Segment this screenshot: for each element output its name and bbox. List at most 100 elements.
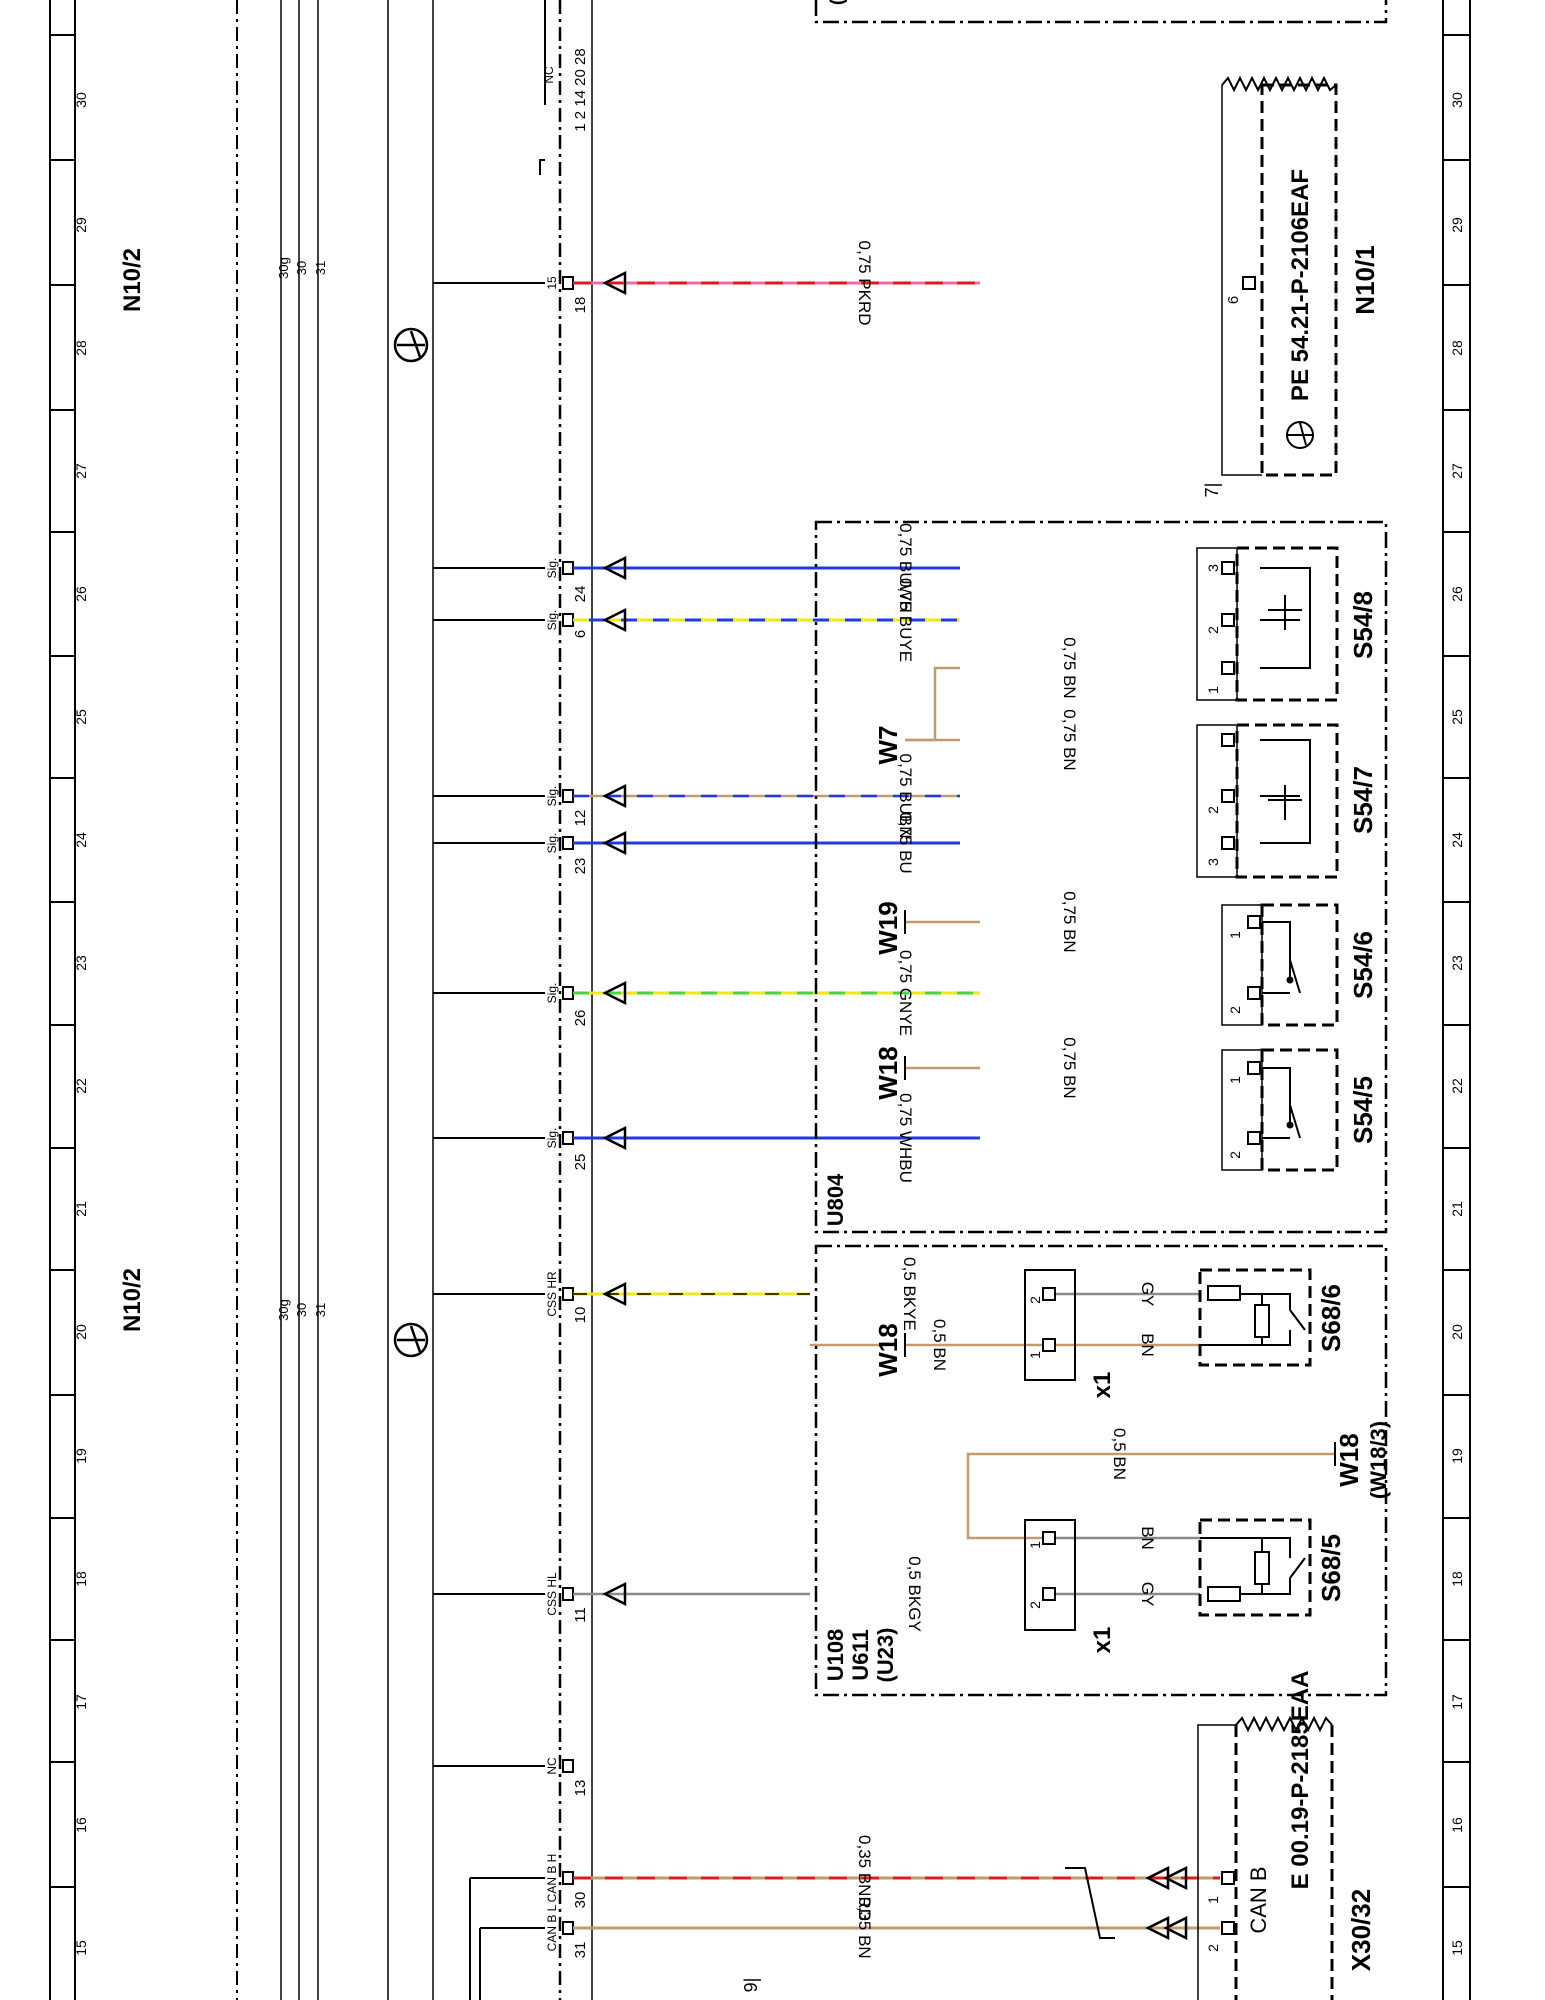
grid-row-15-left: 15 xyxy=(73,1940,89,1956)
s54-6-switch xyxy=(1221,903,1339,1027)
pin-number-30: 30 xyxy=(572,1892,589,1909)
s68-6-switch xyxy=(1198,1268,1312,1367)
pin-number-31: 31 xyxy=(572,1942,589,1959)
grid-row-15-right: 15 xyxy=(1449,1940,1465,1956)
pin-11-signal: CSS HL xyxy=(545,1572,559,1616)
n10-1-ref: PE 54.21-P-2106EAF xyxy=(1287,169,1314,401)
x1-s68-5-pin-1: 1 xyxy=(1027,1541,1043,1549)
can-b-label: CAN B xyxy=(1246,1866,1271,1933)
wire-label-gy-s68-5: GY xyxy=(1138,1582,1157,1607)
brown-wires xyxy=(810,666,1335,1540)
s54-7-pin-2: 2 xyxy=(1205,806,1221,814)
n10-2-label-bottom: N10/2 xyxy=(119,1268,146,1332)
grid-row-17-left: 17 xyxy=(73,1694,89,1710)
grid-row-23-left: 23 xyxy=(73,955,89,971)
bus-label-31-bottom: 31 xyxy=(313,1303,328,1317)
s54-5-pin-1: 1 xyxy=(1227,1076,1243,1084)
pin-number-25: 25 xyxy=(572,1154,589,1171)
grid-row-18-right: 18 xyxy=(1449,1571,1465,1587)
grid-row-20-right: 20 xyxy=(1449,1324,1465,1340)
wire-label-bubn: 0,75 BUBN xyxy=(896,753,915,838)
s54-6-pin-1: 1 xyxy=(1227,931,1243,939)
wire-label-bu: 0,75 BU xyxy=(896,812,915,873)
u108-outline xyxy=(814,1244,1388,1697)
pin-10-signal: CSS HR xyxy=(545,1271,559,1317)
w18-label-s54-5: W18 xyxy=(873,1046,903,1099)
s54-6-label: S54/6 xyxy=(1348,931,1378,999)
n10-2-label-top: N10/2 xyxy=(119,248,146,312)
left-grid-rail xyxy=(49,0,76,2000)
grid-row-21-left: 21 xyxy=(73,1201,89,1217)
pin-number-6: 6 xyxy=(572,630,589,638)
pin-6-signal: Sig. xyxy=(545,610,559,631)
grid-row-29-right: 29 xyxy=(1449,217,1465,233)
bus-label-30-bottom: 30 xyxy=(294,1303,309,1317)
w18-3-label-b: (W18/3) xyxy=(1366,1421,1391,1499)
wire-label-bn-s54-5: 0,75 BN xyxy=(1060,1037,1079,1098)
n10-1-pin-7: 7| xyxy=(1202,483,1222,498)
pin-18-signal: 15 xyxy=(545,276,559,290)
grid-row-26-left: 26 xyxy=(73,586,89,602)
x30-32-label: X30/32 xyxy=(1346,1889,1376,1971)
n10-1-label: N10/1 xyxy=(1350,245,1380,314)
pin-24-signal: Sig. xyxy=(545,558,559,579)
wire-label-bn-s68-5: BN xyxy=(1138,1526,1157,1550)
arrow-icons xyxy=(602,270,1188,1941)
bus-label-31-top: 31 xyxy=(313,261,328,275)
pin-number-26: 26 xyxy=(572,1010,589,1027)
pin-23-signal: Sig. xyxy=(545,833,559,854)
s54-7-pin-3: 3 xyxy=(1205,858,1221,866)
right-grid-rail xyxy=(1442,0,1471,2000)
x1-s68-5-pin-2: 2 xyxy=(1027,1601,1043,1609)
wire-label-gnye: 0,75 GNYE xyxy=(896,950,915,1036)
pin-26-signal: Sig. xyxy=(545,983,559,1004)
grid-row-17-right: 17 xyxy=(1449,1694,1465,1710)
top-nc-signal: NC xyxy=(542,66,556,84)
x1-s68-6-pin-2: 2 xyxy=(1027,1296,1043,1304)
x1-label-s68-5: x1 xyxy=(1089,1627,1116,1654)
s68-5-switch xyxy=(1198,1518,1312,1617)
bus-label-30g-bottom: 30g xyxy=(276,1299,291,1321)
grid-row-25-right: 25 xyxy=(1449,709,1465,725)
bus-label-30g-top: 30g xyxy=(276,257,291,279)
s54-7-switch xyxy=(1196,723,1339,879)
s54-7-label: S54/7 xyxy=(1348,766,1378,834)
grid-row-24-right: 24 xyxy=(1449,832,1465,848)
grid-row-18-left: 18 xyxy=(73,1571,89,1587)
wire-label-whbu: 0,75 WHBU xyxy=(896,1093,915,1183)
pin-terminals xyxy=(562,276,574,1935)
grid-row-28-right: 28 xyxy=(1449,340,1465,356)
s54-8-pin-2: 2 xyxy=(1205,626,1221,634)
wire-label-buwh: 0,75 BUWH xyxy=(896,523,915,613)
transistor-icon xyxy=(393,1322,429,1358)
grid-row-29-left: 29 xyxy=(73,217,89,233)
wire-label-bn-can-low: 0,35 BN xyxy=(855,1897,874,1958)
wire-label-bn-w18: 0,5 BN xyxy=(930,1319,949,1371)
wire-label-buye: 0,75 BUYE xyxy=(896,578,915,662)
w7-label: W7 xyxy=(873,726,903,765)
can-twist xyxy=(1065,1867,1115,1939)
pin-31-signal: CAN B L xyxy=(545,1904,559,1951)
pin-13-signal: NC xyxy=(545,1757,559,1775)
grid-row-19-right: 19 xyxy=(1449,1448,1465,1464)
pin-number-10: 10 xyxy=(572,1307,589,1324)
w18-3-label-a: W18 xyxy=(1334,1433,1364,1486)
grid-row-27-right: 27 xyxy=(1449,463,1465,479)
pin-bottom-tag: 9| xyxy=(741,1978,761,1993)
pin-number-13: 13 xyxy=(572,1780,589,1797)
grid-row-24-left: 24 xyxy=(73,832,89,848)
pin-top-numbers: 1 2 14 20 28 xyxy=(572,48,589,131)
grid-row-30-right: 30 xyxy=(1449,92,1465,108)
x30-pin-2: 2 xyxy=(1205,1944,1221,1952)
x30-32-ref: E 00.19-P-2185EAA xyxy=(1287,1671,1314,1890)
grid-row-16-left: 16 xyxy=(73,1817,89,1833)
u23-label: (U23) xyxy=(873,1627,898,1682)
transistor-icon xyxy=(1286,421,1314,449)
grid-row-27-left: 27 xyxy=(73,463,89,479)
x1-connector-s68-5 xyxy=(1024,1519,1076,1631)
pin-number-24: 24 xyxy=(572,586,589,603)
wire-label-bn-s54-6: 0,75 BN xyxy=(1060,891,1079,952)
x30-pin-1: 1 xyxy=(1205,1896,1221,1904)
s54-8-switch xyxy=(1196,546,1339,702)
